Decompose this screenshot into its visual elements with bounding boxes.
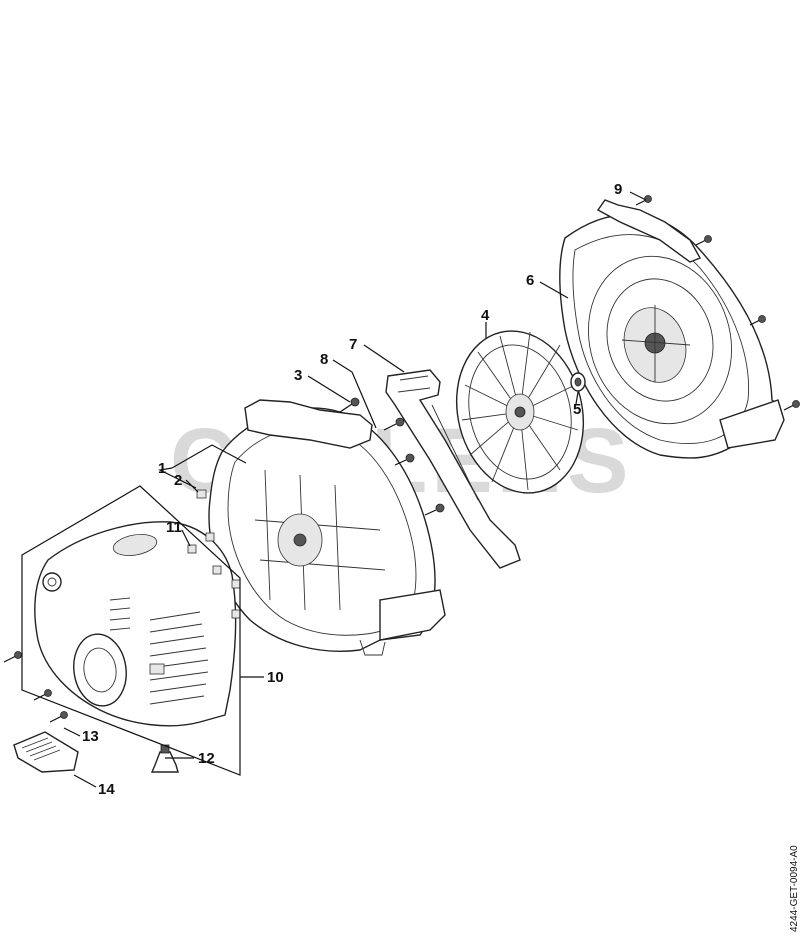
inserts [187,489,241,619]
part-14-plate[interactable] [13,731,79,773]
screw-9-a[interactable] [695,235,712,246]
screw-3-a[interactable] [383,417,405,431]
screw-9-top[interactable] [635,195,652,206]
screw-3-b[interactable] [394,453,415,466]
screw-9-c[interactable] [783,400,800,411]
callout-2[interactable]: 2 [174,472,182,489]
callout-13[interactable]: 13 [82,728,99,745]
part-5-washer[interactable] [570,372,586,392]
callout-4[interactable]: 4 [481,307,490,324]
insert-2[interactable] [196,489,207,499]
callout-labels: 1 2 3 4 5 6 7 8 9 10 11 12 13 14 [82,181,622,798]
screw-9-b[interactable] [749,315,766,326]
screws [3,195,800,723]
callout-11[interactable]: 11 [166,519,182,536]
screw-3-upper[interactable] [339,397,360,413]
drawing-code: 4244-GET-0094-A0 [789,845,800,932]
part-6-volute-housing[interactable] [559,199,785,459]
callout-1[interactable]: 1 [158,460,166,477]
insert-11-e[interactable] [231,609,241,619]
part-12-grommet[interactable] [150,744,179,773]
callout-14[interactable]: 14 [98,781,115,798]
insert-11-b[interactable] [205,532,215,542]
part-1-fan-housing[interactable] [208,399,446,656]
callout-7[interactable]: 7 [349,336,357,353]
screw-3-c[interactable] [424,503,445,516]
part-10-cover[interactable] [34,521,237,727]
callout-5[interactable]: 5 [573,401,581,418]
callout-8[interactable]: 8 [320,351,328,368]
callout-10[interactable]: 10 [267,669,284,686]
screw-13-a[interactable] [3,651,22,663]
callout-3[interactable]: 3 [294,367,302,384]
screw-13-c[interactable] [49,711,68,723]
callout-6[interactable]: 6 [526,272,534,289]
callout-12[interactable]: 12 [198,750,215,767]
part-4-impeller[interactable] [440,317,600,506]
part-7-air-guide[interactable] [385,369,521,569]
callout-9[interactable]: 9 [614,181,622,198]
insert-11-c[interactable] [212,565,222,575]
insert-11-d[interactable] [231,579,241,589]
insert-11-a[interactable] [187,544,197,554]
leader-lines [21,191,647,788]
